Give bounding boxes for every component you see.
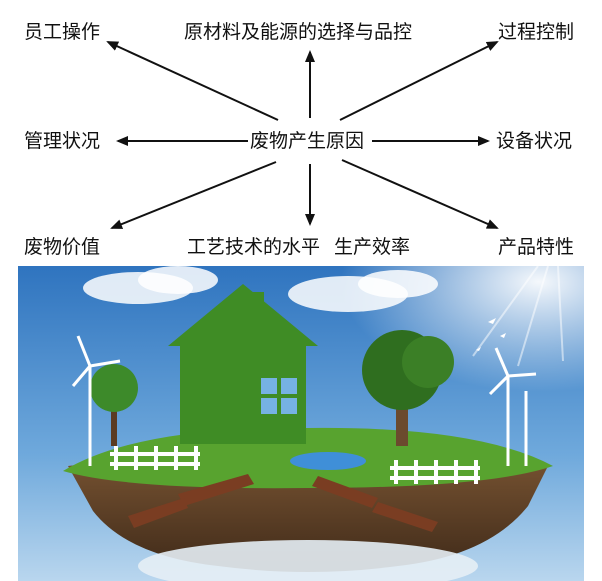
propellers: [128, 474, 438, 532]
label-top-center: 原材料及能源的选择与品控: [184, 21, 413, 43]
label-center: 废物产生原因: [250, 130, 365, 152]
label-bottom-center-right: 生产效率: [334, 236, 411, 258]
birds: [476, 318, 506, 351]
label-top-right: 过程控制: [498, 21, 575, 43]
label-bottom-right: 产品特性: [498, 236, 575, 258]
label-mid-right: 设备状况: [496, 130, 573, 152]
fences: [110, 446, 480, 484]
left-tree: [90, 364, 138, 446]
island-fog: [138, 540, 478, 581]
label-mid-left: 管理状况: [24, 130, 101, 152]
arrow-to-bottom-right: [341, 159, 499, 229]
label-top-left: 员工操作: [24, 21, 101, 43]
right-tree: [362, 330, 454, 446]
clouds: [83, 266, 438, 312]
eco-island-picture: [18, 266, 584, 581]
cause-diagram: 员工操作 原材料及能源的选择与品控 过程控制 管理状况 废物产生原因 设备状况 …: [0, 0, 602, 262]
sun-rays: [472, 266, 564, 367]
pond: [290, 452, 366, 470]
label-bottom-center-left: 工艺技术的水平: [187, 236, 321, 258]
label-bottom-left: 废物价值: [24, 236, 101, 258]
wind-turbines: [71, 335, 537, 466]
arrow-to-top-right: [339, 41, 499, 121]
arrow-to-bottom-left: [110, 161, 277, 229]
eco-island-illustration: [18, 266, 584, 581]
arrow-to-top-left: [106, 41, 279, 121]
window-frame: [261, 378, 297, 414]
arrow-layer: [106, 41, 499, 229]
